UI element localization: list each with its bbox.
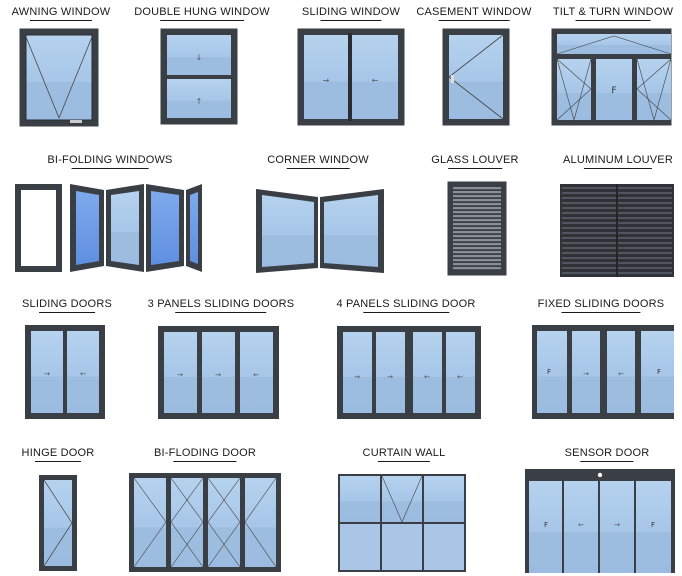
label-4-panels-sliding-door: 4 PANELS SLIDING DOOR	[336, 298, 475, 313]
svg-text:F: F	[651, 521, 655, 529]
svg-text:↓: ↓	[196, 53, 203, 62]
svg-text:F: F	[544, 521, 548, 529]
label-corner-window: CORNER WINDOW	[267, 154, 369, 169]
svg-text:→: →	[215, 371, 221, 379]
svg-text:←: ←	[253, 371, 259, 379]
svg-text:F: F	[547, 368, 551, 376]
bi-folding-windows-graphic	[15, 184, 202, 272]
tilt-turn-window-graphic: F	[551, 28, 672, 126]
svg-text:→: →	[354, 373, 360, 381]
label-bi-folding-windows: BI-FOLDING WINDOWS	[47, 154, 172, 169]
svg-text:→: →	[583, 370, 589, 378]
sliding-doors-graphic: → ←	[25, 325, 105, 419]
svg-text:←: ←	[578, 521, 584, 529]
awning-window-graphic	[19, 28, 99, 127]
label-tilt-turn-window: TILT & TURN WINDOW	[553, 6, 673, 21]
label-casement-window: CASEMENT WINDOW	[416, 6, 531, 21]
svg-text:←: ←	[457, 373, 463, 381]
label-awning-window: AWNING WINDOW	[12, 6, 111, 21]
3-panels-sliding-doors-graphic: → → ←	[158, 326, 279, 419]
double-hung-window-graphic: ↓ ↑	[160, 28, 238, 125]
svg-text:→: →	[323, 76, 330, 85]
4-panels-sliding-door-graphic: → → ← ←	[337, 326, 481, 419]
svg-text:←: ←	[618, 370, 624, 378]
sensor-door-graphic: F ← → F	[525, 469, 675, 573]
svg-text:←: ←	[80, 370, 86, 378]
label-hinge-door: HINGE DOOR	[22, 447, 95, 462]
label-bi-floding-door: BI-FLODING DOOR	[154, 447, 256, 462]
aluminum-louver-graphic	[560, 184, 674, 277]
label-aluminum-louver: ALUMINUM LOUVER	[563, 154, 673, 169]
sliding-window-graphic: → ←	[297, 28, 405, 126]
bi-floding-door-graphic	[129, 473, 281, 572]
label-sensor-door: SENSOR DOOR	[565, 447, 650, 462]
label-curtain-wall: CURTAIN WALL	[363, 447, 446, 462]
svg-text:←: ←	[372, 76, 379, 85]
svg-text:→: →	[614, 521, 620, 529]
label-3-panels-sliding-doors: 3 PANELS SLIDING DOORS	[148, 298, 295, 313]
svg-text:→: →	[44, 370, 50, 378]
label-glass-louver: GLASS LOUVER	[431, 154, 518, 169]
svg-text:→: →	[387, 373, 393, 381]
label-fixed-sliding-doors: FIXED SLIDING DOORS	[538, 298, 665, 313]
curtain-wall-graphic	[338, 474, 466, 572]
label-sliding-window: SLIDING WINDOW	[302, 6, 400, 21]
svg-text:F: F	[611, 86, 616, 96]
svg-text:→: →	[177, 371, 183, 379]
hinge-door-graphic	[39, 475, 77, 571]
label-sliding-doors: SLIDING DOORS	[22, 298, 112, 313]
svg-text:←: ←	[424, 373, 430, 381]
label-double-hung-window: DOUBLE HUNG WINDOW	[134, 6, 270, 21]
svg-text:F: F	[657, 368, 661, 376]
glass-louver-graphic	[447, 181, 507, 276]
casement-window-graphic	[442, 28, 510, 126]
corner-window-graphic	[256, 189, 384, 273]
svg-text:↑: ↑	[196, 97, 203, 106]
fixed-sliding-doors-graphic: F → ← F	[532, 325, 674, 419]
